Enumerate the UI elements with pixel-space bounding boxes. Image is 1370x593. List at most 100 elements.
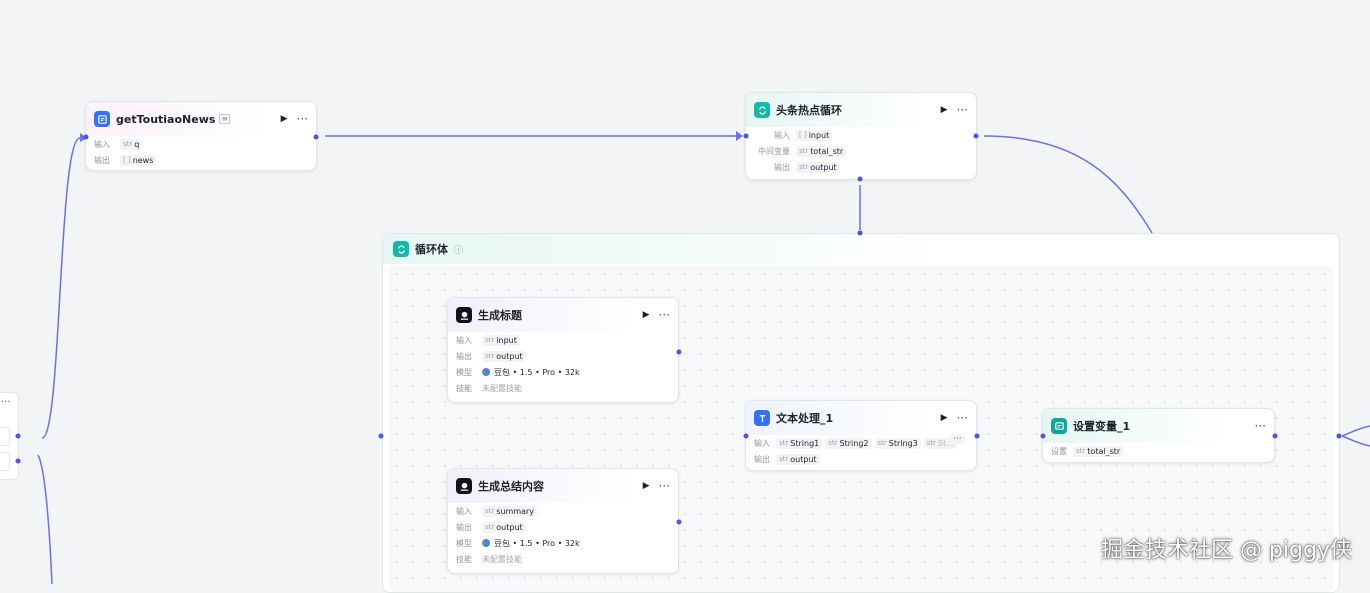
- plugin-icon: [94, 111, 110, 127]
- skill-row: 技能 未配置技能: [448, 551, 678, 567]
- more-icon[interactable]: ···: [296, 112, 308, 126]
- group-header: 循环体 ⓘ: [383, 234, 1339, 264]
- node-title: 设置变量_1: [1073, 420, 1131, 433]
- watermark: 掘金技术社区 @ piggy侠: [1100, 538, 1352, 563]
- row-label: 输入: [754, 438, 770, 448]
- node-header: 生成标题 ▶ ···: [448, 298, 678, 332]
- row-label: 输入: [456, 335, 472, 345]
- output-port[interactable]: [313, 134, 319, 140]
- more-icon[interactable]: ···: [658, 479, 670, 493]
- model-row: 模型 豆包 • 1.5 • Pro • 32k: [448, 364, 678, 380]
- set-variable-icon: [1051, 418, 1067, 434]
- output-port[interactable]: [676, 519, 682, 525]
- node-title: getToutiaoNews: [116, 112, 216, 126]
- input-port[interactable]: [1040, 433, 1046, 439]
- output-port[interactable]: [974, 433, 980, 439]
- more-params-button[interactable]: ···: [950, 434, 965, 444]
- start-node-partial[interactable]: ···: [0, 392, 19, 480]
- node-header: 文本处理_1 ▶ ···: [746, 401, 976, 435]
- more-icon[interactable]: ···: [1254, 419, 1266, 433]
- row-label: 输出: [774, 162, 790, 172]
- input-port[interactable]: [743, 133, 749, 139]
- more-icon[interactable]: ···: [658, 308, 670, 322]
- output-port[interactable]: [1272, 433, 1278, 439]
- row-label: 输入: [456, 506, 472, 516]
- doubao-model-icon: [482, 539, 490, 547]
- run-icon[interactable]: ▶: [280, 114, 288, 124]
- output-port[interactable]: [676, 349, 682, 355]
- skill-row: 技能 未配置技能: [448, 380, 678, 396]
- start-field: [0, 427, 10, 446]
- text-process-icon: [754, 410, 770, 426]
- row-label: 中间变量: [758, 146, 790, 156]
- plugin-badge-icon: ≡: [219, 114, 231, 124]
- loop-body-port[interactable]: [857, 176, 863, 182]
- group-end-port[interactable]: [1336, 433, 1342, 439]
- more-icon[interactable]: ···: [1, 397, 11, 408]
- node-title: 文本处理_1: [776, 412, 834, 425]
- row-label: 技能: [456, 383, 472, 393]
- run-icon[interactable]: ▶: [642, 481, 650, 491]
- output-port[interactable]: [973, 133, 979, 139]
- more-icon[interactable]: ···: [956, 411, 968, 425]
- model-row: 模型 豆包 • 1.5 • Pro • 32k: [448, 535, 678, 551]
- output-port[interactable]: [15, 458, 21, 464]
- edge-start-to-news: [41, 137, 81, 439]
- param-tag: [ ]news: [120, 154, 157, 166]
- row-label: 模型: [456, 538, 472, 548]
- llm-icon: [456, 478, 472, 494]
- loop-icon: [754, 102, 770, 118]
- param-tag: [ ]input: [796, 129, 833, 141]
- param-row: 输出 [ ]news: [86, 152, 316, 168]
- model-value: 豆包 • 1.5 • Pro • 32k: [494, 538, 580, 548]
- edge-loop-out: [983, 135, 1153, 234]
- row-label: 输出: [754, 454, 770, 464]
- skill-value: 未配置技能: [482, 383, 522, 393]
- run-icon[interactable]: ▶: [940, 413, 948, 423]
- group-start-port[interactable]: [378, 433, 384, 439]
- doubao-model-icon: [482, 368, 490, 376]
- output-port[interactable]: [15, 433, 21, 439]
- row-label: 输出: [456, 522, 472, 532]
- model-value: 豆包 • 1.5 • Pro • 32k: [494, 367, 580, 377]
- input-port[interactable]: [83, 134, 89, 140]
- node-header: 设置变量_1 ···: [1043, 409, 1274, 443]
- run-icon[interactable]: ▶: [940, 105, 948, 115]
- info-icon[interactable]: ⓘ: [454, 245, 464, 256]
- edge-start-down: [37, 454, 53, 584]
- node-header: 生成总结内容 ▶ ···: [448, 469, 678, 503]
- node-title: 生成标题: [478, 309, 522, 322]
- param-row: 输入 [ ]input: [746, 127, 976, 143]
- edge-body-out-2: [1341, 435, 1370, 447]
- row-label: 输出: [456, 351, 472, 361]
- start-field: [0, 452, 10, 471]
- run-icon[interactable]: ▶: [642, 310, 650, 320]
- group-title: 循环体: [415, 243, 448, 256]
- node-header: 头条热点循环 ▶ ···: [746, 93, 976, 127]
- loop-body-entry-port[interactable]: [857, 230, 863, 236]
- input-port[interactable]: [743, 433, 749, 439]
- more-icon[interactable]: ···: [956, 103, 968, 117]
- node-title: 生成总结内容: [478, 480, 544, 493]
